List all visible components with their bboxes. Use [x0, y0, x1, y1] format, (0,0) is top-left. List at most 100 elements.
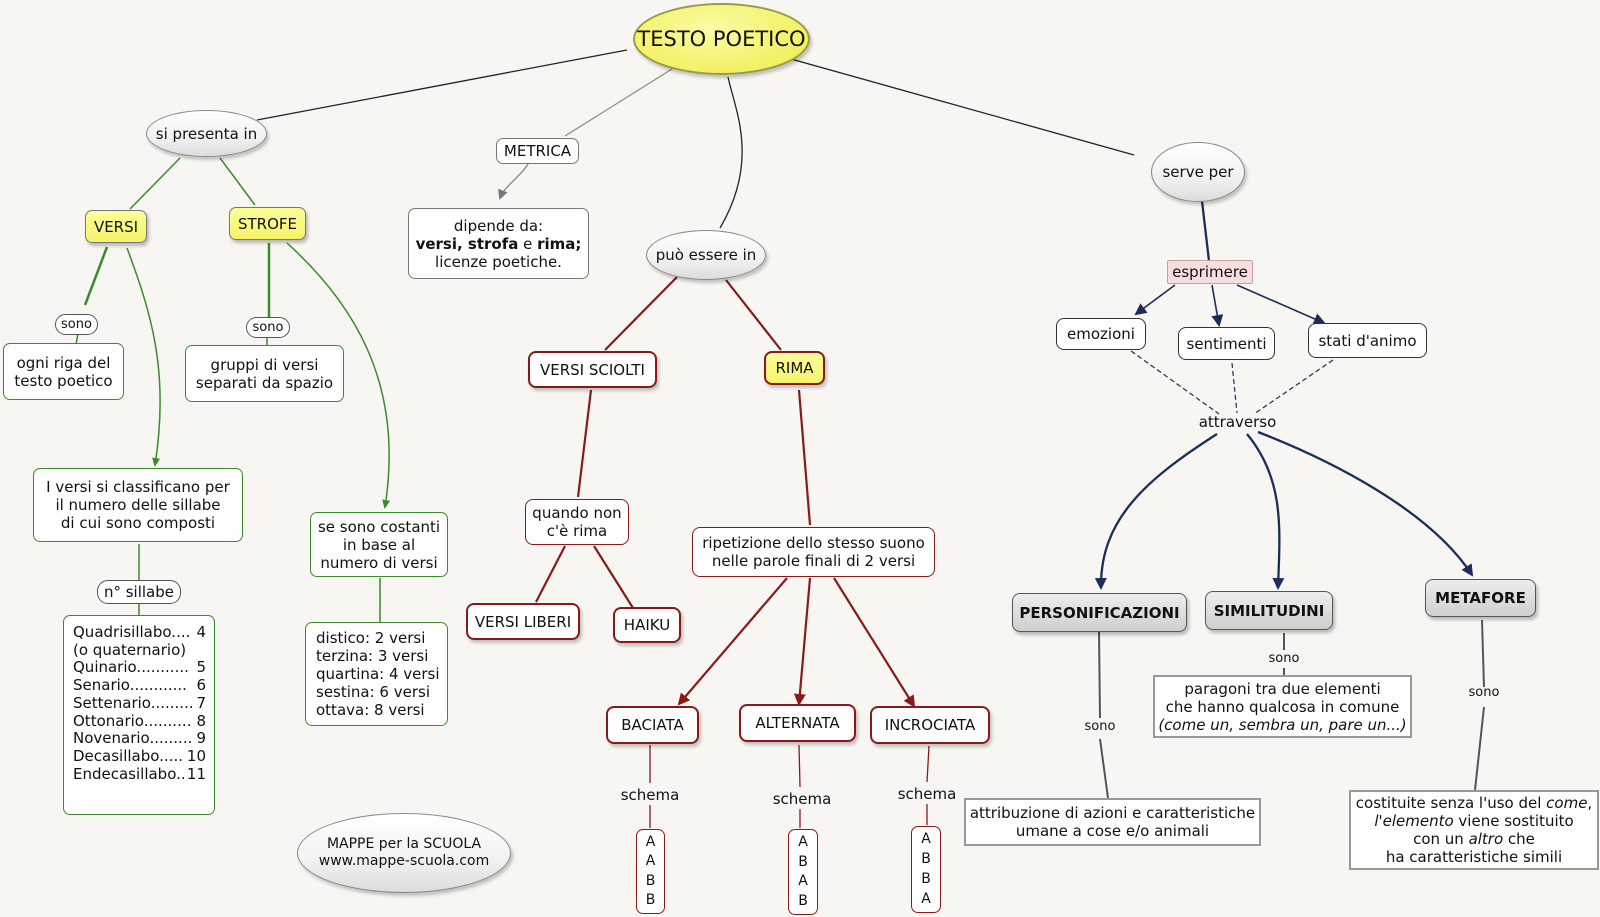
schema-letter: B	[798, 892, 808, 909]
personificazioni-node: PERSONIFICAZIONI	[1012, 593, 1187, 632]
strofe-types-list: distico: 2 versi terzina: 3 versi quarti…	[305, 622, 448, 726]
rima-node: RIMA	[764, 351, 825, 385]
verse-name: Decasillabo.....	[73, 746, 184, 765]
table-row: (o quaternario)	[73, 641, 206, 660]
schema-letter: B	[645, 872, 656, 889]
stati-animo-node: stati d'animo	[1308, 323, 1427, 358]
schema-letter: B	[921, 851, 931, 868]
strofa-type: distico: 2 versi	[316, 629, 426, 647]
verse-name: Endecasillabo..	[73, 764, 186, 783]
table-row: Quinario........... 5	[73, 659, 206, 677]
met-sono-label: sono	[1468, 685, 1500, 700]
verse-syllables: 7	[196, 693, 206, 712]
schema-letter: A	[645, 853, 656, 870]
credit-url: www.mappe-scuola.com	[318, 853, 490, 869]
sim-line: paragoni tra due elementi	[1184, 679, 1381, 698]
verse-name: Ottonario..........	[73, 711, 192, 730]
metrica-dipende: dipende da: versi, strofa e rima; licenz…	[408, 208, 589, 279]
table-row: Novenario.........9	[73, 730, 206, 748]
branch-metrica: METRICA	[496, 138, 579, 164]
metrica-line: licenze poetiche.	[435, 252, 562, 271]
sim-sono-label: sono	[1268, 651, 1300, 666]
baciata-node: BACIATA	[606, 706, 699, 744]
met-line: l'elemento viene sostituito	[1374, 812, 1573, 830]
metafore-node: METAFORE	[1425, 579, 1536, 617]
versi-definition: ogni riga del testo poetico	[3, 343, 124, 400]
metrica-bold: rima	[537, 234, 576, 253]
schema-letter: B	[921, 870, 931, 887]
strofa-type: quartina: 4 versi	[316, 665, 440, 683]
met-line: con un altro che	[1413, 830, 1535, 848]
versi-sciolti-node: VERSI SCIOLTI	[528, 351, 657, 388]
verse-syllables: 4	[196, 623, 206, 641]
schema-letter: A	[645, 834, 656, 851]
strofe-costanti: se sono costanti in base al numero di ve…	[310, 512, 448, 577]
met-italic: altro	[1468, 830, 1504, 848]
met-text: ,	[1587, 794, 1593, 812]
incrociata-node: INCROCIATA	[870, 706, 990, 744]
table-row: Quadrisillabo.... 4	[73, 623, 206, 642]
schema-letter: B	[645, 891, 656, 908]
schema-letter: A	[921, 890, 931, 907]
haiku-node: HAIKU	[613, 607, 681, 643]
table-row: Decasillabo.....10	[73, 746, 206, 766]
met-text: viene sostituito	[1453, 812, 1574, 830]
strofe-sono-label: sono	[246, 317, 290, 338]
schema-baciata: A A B B	[636, 829, 665, 914]
met-italic: l'elemento	[1374, 812, 1454, 830]
verse-name: Senario............	[73, 676, 187, 695]
esprimere-node: esprimere	[1167, 260, 1253, 284]
ripetizione-node: ripetizione dello stesso suono nelle par…	[692, 527, 935, 577]
verse-syllables: 5	[196, 658, 206, 677]
verse-syllables: 9	[196, 729, 206, 748]
versi-liberi-node: VERSI LIBERI	[466, 603, 580, 640]
metrica-conj: e	[518, 234, 538, 253]
sim-line-italic: (come un, sembra un, pare un...)	[1158, 715, 1407, 734]
quando-non-node: quando non c'è rima	[525, 499, 629, 545]
schema-incrociata: A B B A	[911, 826, 941, 913]
versi-node: VERSI	[85, 210, 147, 243]
table-row: Settenario.........7	[73, 693, 206, 713]
schema-letter: A	[798, 873, 808, 890]
metrica-punct: ;	[575, 234, 582, 253]
schema-alternata: A B A B	[788, 829, 818, 915]
metrica-line: dipende da:	[453, 216, 544, 235]
strofe-definition: gruppi di versi separati da spazio	[185, 345, 344, 402]
verse-syllables: 6	[196, 676, 206, 695]
met-line: ha caratteristiche simili	[1385, 848, 1563, 866]
table-row: Ottonario..........8	[73, 711, 206, 731]
strofe-node: STROFE	[229, 207, 306, 240]
personificazioni-definition: attribuzione di azioni e caratteristiche…	[964, 798, 1261, 846]
met-text: che	[1503, 830, 1535, 848]
verse-syllables: 11	[186, 764, 206, 783]
similitudini-node: SIMILITUDINI	[1205, 591, 1333, 630]
versi-classification: I versi si classificano per il numero de…	[33, 468, 243, 542]
table-row: Senario............ 6	[73, 676, 206, 695]
metrica-line: versi, strofa e rima;	[416, 235, 582, 253]
branch-puo-essere-in: può essere in	[646, 230, 766, 280]
branch-serve-per: serve per	[1151, 142, 1245, 202]
verse-name: Quadrisillabo....	[73, 623, 191, 641]
attraverso-label: attraverso	[1198, 413, 1277, 431]
credit-line: MAPPE per la SCUOLA	[326, 836, 482, 852]
verse-syllables: 10	[186, 746, 206, 765]
branch-si-presenta-in: si presenta in	[146, 110, 267, 157]
sillabe-label: n° sillabe	[97, 580, 181, 604]
schema-letter: A	[798, 834, 808, 851]
schema-label-alternata: schema	[772, 790, 832, 808]
strofa-type: ottava: 8 versi	[316, 701, 425, 719]
versi-sono-label: sono	[55, 314, 98, 335]
verse-syllables: 8	[196, 711, 206, 730]
strofa-type: sestina: 6 versi	[316, 683, 430, 701]
similitudini-definition: paragoni tra due elementi che hanno qual…	[1153, 675, 1412, 738]
verse-name: Quinario...........	[73, 658, 189, 677]
main-topic: TESTO POETICO	[633, 3, 810, 75]
met-text: con un	[1413, 830, 1469, 848]
emozioni-node: emozioni	[1056, 318, 1146, 350]
sentimenti-node: sentimenti	[1178, 327, 1275, 360]
verse-name: Novenario.........	[73, 729, 193, 748]
schema-label-baciata: schema	[620, 786, 680, 804]
pers-sono-label: sono	[1084, 719, 1116, 734]
metrica-bold: versi, strofa	[415, 234, 519, 253]
